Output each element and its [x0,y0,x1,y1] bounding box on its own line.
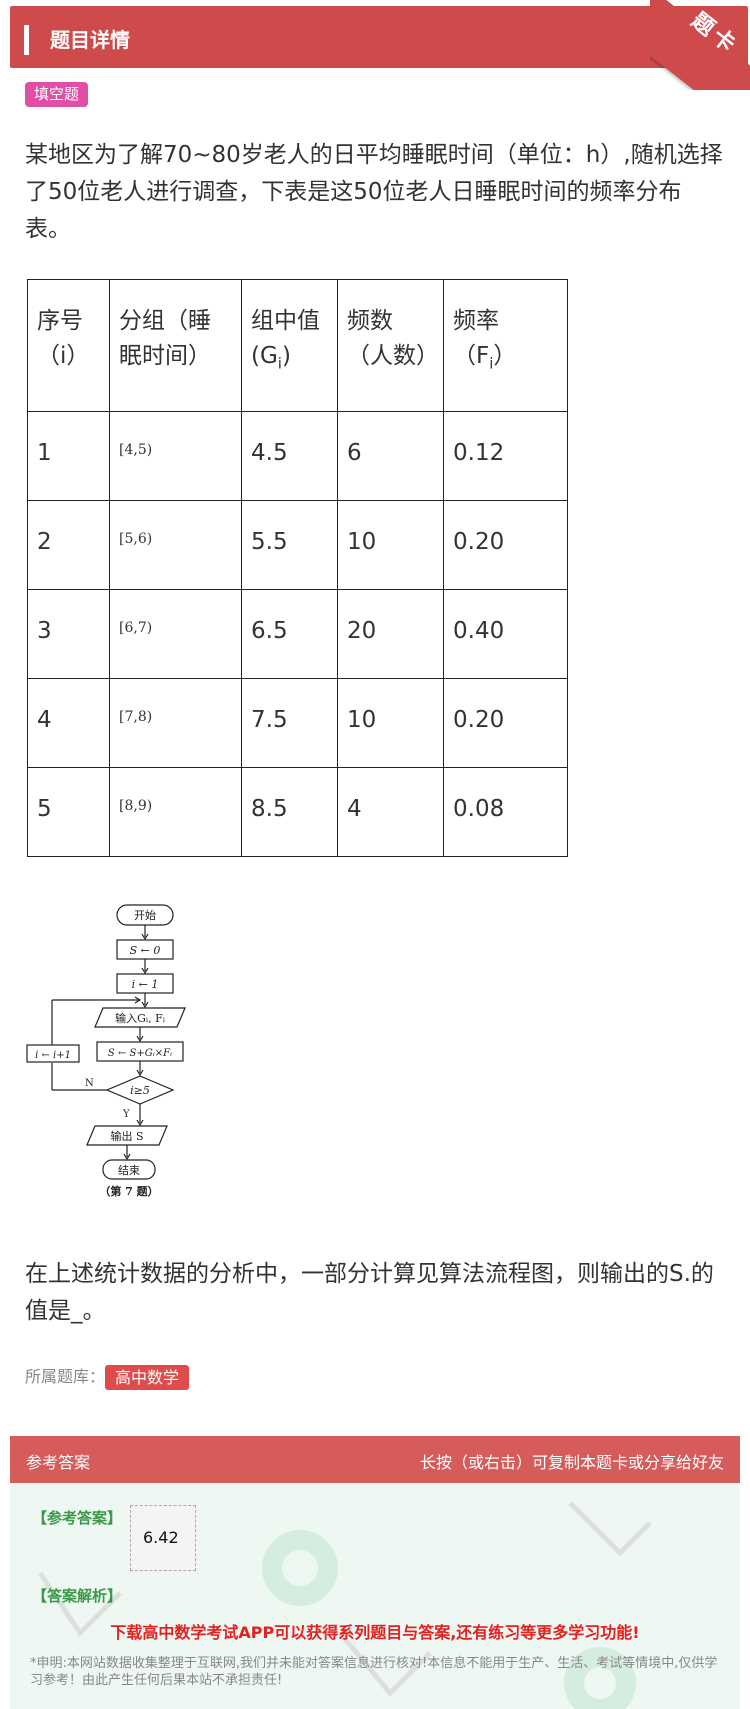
cell-midpoint: 6.5 [241,589,338,679]
table-row: 5 [8,9) 8.5 4 0.08 [27,767,568,857]
flow-no-label: N [85,1078,94,1089]
cell-index: 1 [27,411,110,501]
corner-ribbon[interactable]: 题卡 [650,0,750,90]
analysis-label: 【答案解析】 [32,1587,123,1605]
disclaimer-text: *申明:本网站数据收集整理于互联网,我们并未能对答案信息进行核对!本信息不能用于… [30,1656,718,1688]
header-bar: 题目详情 [10,6,748,68]
cell-frequency: 0.08 [443,767,568,857]
cell-count: 10 [337,678,444,768]
answer-image: 6.42 [130,1505,196,1571]
header-index: 序号（i） [27,279,110,412]
frequency-table: 序号（i） 分组（睡眠时间） 组中值(Gi) 频数（人数） 频率（Fi） 1 [… [27,279,568,857]
answer-bar-title: 参考答案 [26,1453,91,1472]
cell-count: 20 [337,589,444,679]
flow-caption: （第 7 题） [99,1184,158,1198]
flow-i-init-text: i ← 1 [132,978,159,991]
flow-output-box [86,1125,168,1146]
cell-interval: [8,9) [109,767,242,857]
flow-end-text: 结束 [118,1164,140,1177]
library-tag[interactable]: 高中数学 [105,1365,190,1390]
cell-index: 2 [27,500,110,590]
answer-panel: 【参考答案】 6.42 【答案解析】 下载高中数学考试APP可以获得系列题目与答… [10,1483,740,1709]
table-row: 3 [6,7) 6.5 20 0.40 [27,589,568,679]
cell-index: 4 [27,678,110,768]
app-promo-link[interactable]: 下载高中数学考试APP可以获得系列题目与答案,还有练习等更多学习功能! [110,1623,640,1642]
library-label: 所属题库： [25,1367,106,1386]
table-row: 2 [5,6) 5.5 10 0.20 [27,500,568,590]
flow-s-init-text: S ← 0 [130,944,161,957]
header-midpoint: 组中值(Gi) [241,279,338,412]
question-stem: 某地区为了解70~80岁老人的日平均睡眠时间（单位：h）,随机选择了50位老人进… [25,142,723,242]
page-title: 题目详情 [50,28,130,52]
table-row: 4 [7,8) 7.5 10 0.20 [27,678,568,768]
algorithm-flowchart: 开始 S ← 0 i ← 1 输入Gᵢ, Fᵢ S ← S+Gᵢ×Fᵢ i≥5 … [26,904,186,1198]
cell-interval: [7,8) [109,678,242,768]
header-count: 频数（人数） [337,279,444,412]
flow-input-box [94,1007,186,1028]
flow-output-text: 输出 S [110,1129,143,1143]
question-type-tag: 填空题 [25,82,89,107]
cell-interval: [4,5) [109,411,242,501]
cell-interval: [6,7) [109,589,242,679]
answer-bar: 参考答案 长按（或右击）可复制本题卡或分享给好友 [10,1436,740,1483]
cell-frequency: 0.12 [443,411,568,501]
cell-frequency: 0.20 [443,678,568,768]
flow-yes-label: Y [122,1109,130,1120]
flow-start-text: 开始 [134,908,156,922]
cell-count: 6 [337,411,444,501]
flow-input-text: 输入Gᵢ, Fᵢ [115,1011,166,1025]
cell-midpoint: 5.5 [241,500,338,590]
cell-count: 10 [337,500,444,590]
header-frequency: 频率（Fi） [443,279,568,412]
cell-index: 5 [27,767,110,857]
cell-frequency: 0.40 [443,589,568,679]
watermark-decoration [37,1501,652,1709]
share-hint[interactable]: 长按（或右击）可复制本题卡或分享给好友 [419,1453,724,1472]
flow-decision-text: i≥5 [130,1084,150,1097]
cell-index: 3 [27,589,110,679]
header-group: 分组（睡眠时间） [109,279,242,412]
table-header-row: 序号（i） 分组（睡眠时间） 组中值(Gi) 频数（人数） 频率（Fi） [27,279,568,412]
flow-end-box [102,1159,156,1180]
flow-increment-box [26,1044,80,1063]
flow-update-text: S ← S+Gᵢ×Fᵢ [108,1048,172,1059]
reference-answer-label: 【参考答案】 [32,1509,123,1527]
answer-value: 6.42 [143,1528,179,1547]
cell-frequency: 0.20 [443,500,568,590]
cell-midpoint: 4.5 [241,411,338,501]
cell-interval: [5,6) [109,500,242,590]
question-tail: 在上述统计数据的分析中，一部分计算见算法流程图，则输出的S.的值是_。 [25,1261,714,1324]
cell-midpoint: 8.5 [241,767,338,857]
cell-midpoint: 7.5 [241,678,338,768]
cell-count: 4 [337,767,444,857]
flow-increment-text: i ← i+1 [35,1050,71,1061]
table-row: 1 [4,5) 4.5 6 0.12 [27,411,568,501]
header-accent [24,25,29,55]
